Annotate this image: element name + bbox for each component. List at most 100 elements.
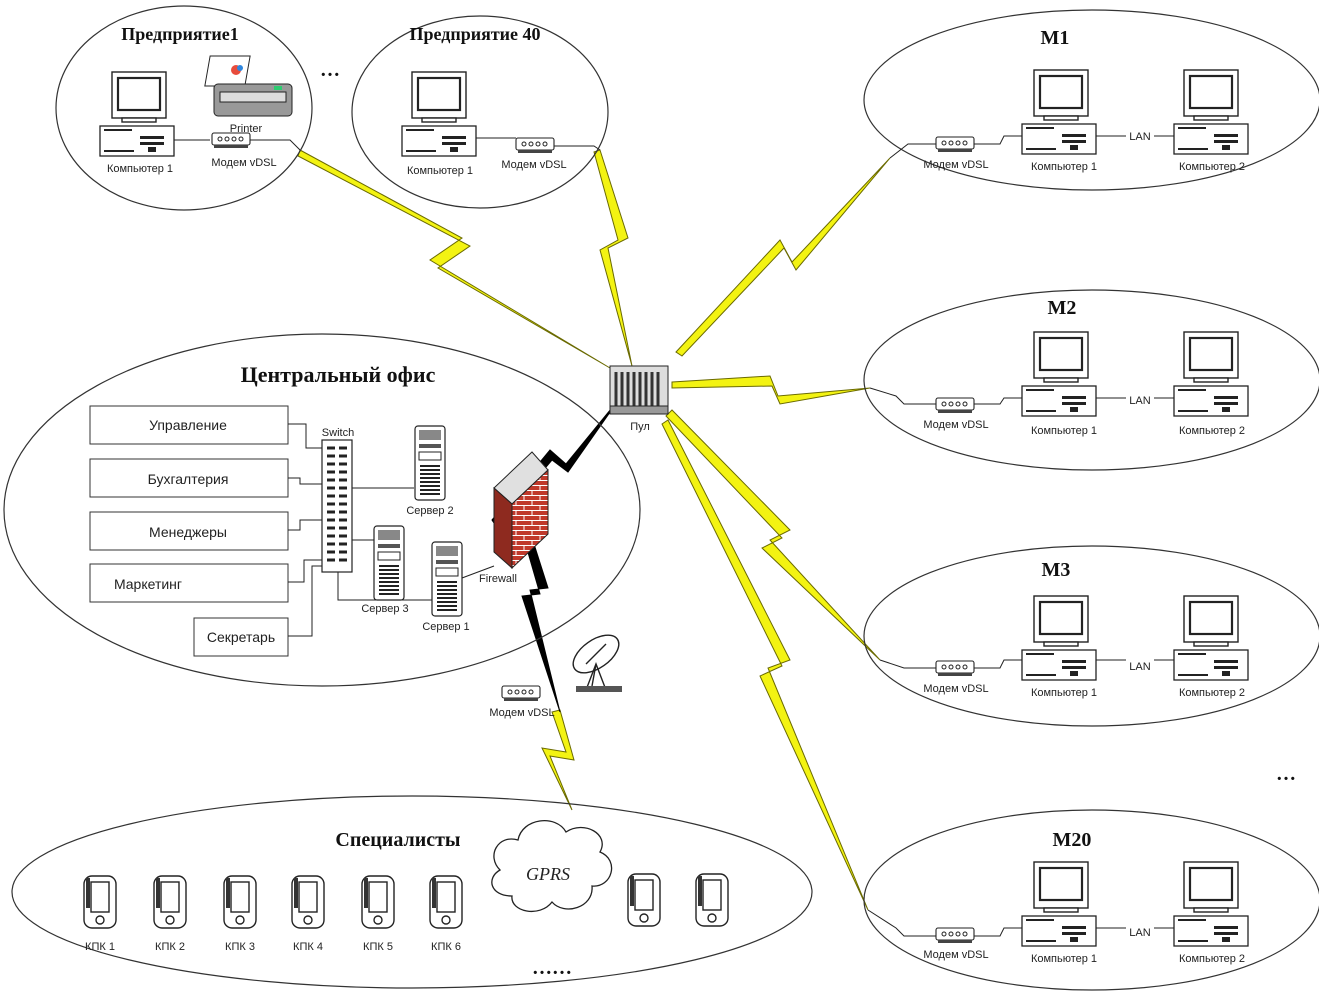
modem-icon — [515, 137, 555, 154]
enterprise-1-computer-label: Компьютер 1 — [107, 163, 173, 175]
enterprise-40-computer-label: Компьютер 1 — [407, 165, 473, 177]
svg-text:КПК 5: КПК 5 — [363, 941, 393, 953]
svg-text:КПК 3: КПК 3 — [225, 941, 255, 953]
computer-2-label: Компьютер 2 — [1179, 161, 1245, 173]
switch-icon — [321, 439, 353, 573]
server-3-icon — [373, 525, 405, 601]
link-m3 — [665, 409, 881, 661]
svg-text:Секретарь: Секретарь — [207, 629, 275, 645]
pda-icon — [429, 875, 463, 929]
computer-2-label: Компьютер 2 — [1179, 953, 1245, 965]
svg-text:Управление: Управление — [149, 417, 227, 433]
lan-label: LAN — [1129, 927, 1150, 939]
uplink-modem-label: Модем vDSL — [489, 707, 554, 719]
computer-icon — [1032, 594, 1090, 648]
computer-case-icon — [1173, 123, 1249, 155]
pda-icon — [361, 875, 395, 929]
branch-m3: M3 Компьютер 1 Компьютер 2 Модем vDSL LA… — [863, 545, 1319, 727]
pda-icon — [153, 875, 187, 929]
enterprise-40: Предприятие 40 Компьютер 1 Модем vDSL — [351, 15, 609, 209]
hub-pool: Пул — [609, 365, 669, 433]
department-management: Управление — [89, 405, 289, 445]
enterprise-1-modem-label: Модем vDSL — [211, 157, 276, 169]
computer-icon — [1182, 860, 1240, 914]
server-1-label: Сервер 1 — [422, 621, 469, 633]
server-2-icon — [414, 425, 446, 501]
computer-2-label: Компьютер 2 — [1179, 425, 1245, 437]
branch-title: M2 — [1048, 297, 1077, 319]
computer-case-icon — [401, 125, 477, 157]
lan-label: LAN — [1129, 395, 1150, 407]
pda-5: КПК 5 — [361, 875, 395, 953]
computer-case-icon — [1173, 915, 1249, 947]
branch-title: M3 — [1042, 559, 1071, 581]
specialists: Специалисты GPRS КПК 1 КПК 2 КПК 3 КПК 4… — [11, 795, 813, 989]
server-3-label: Сервер 3 — [361, 603, 408, 615]
firewall-icon — [493, 451, 549, 570]
pda-4: КПК 4 — [291, 875, 325, 953]
links — [297, 149, 891, 911]
computer-icon — [1182, 594, 1240, 648]
branch-ellipsis: … — [1276, 763, 1296, 785]
computer-case-icon — [1173, 385, 1249, 417]
computer-case-icon — [1021, 915, 1097, 947]
svg-text:КПК 4: КПК 4 — [293, 941, 323, 953]
svg-text:КПК 2: КПК 2 — [155, 941, 185, 953]
uplink-modem: Модем vDSL — [489, 685, 555, 719]
branch-title: M20 — [1053, 829, 1092, 851]
switch: Switch — [321, 427, 354, 573]
modem-icon — [935, 397, 975, 414]
modem-icon — [211, 132, 251, 149]
specialists-ellipsis: …… — [532, 957, 572, 979]
computer-1-label: Компьютер 1 — [1031, 953, 1097, 965]
modem-icon — [501, 685, 541, 702]
printer-icon — [204, 55, 293, 117]
computer-case-icon — [1021, 123, 1097, 155]
branch-title: M1 — [1041, 27, 1070, 49]
enterprise-40-modem-label: Модем vDSL — [501, 159, 566, 171]
enterprise-ellipsis: … — [320, 59, 340, 81]
link-specialists — [541, 709, 575, 811]
computer-icon — [1032, 68, 1090, 122]
svg-text:Маркетинг: Маркетинг — [114, 576, 182, 592]
link-m1 — [675, 157, 891, 357]
department-marketing: Маркетинг — [89, 563, 289, 603]
lan-label: LAN — [1129, 131, 1150, 143]
gprs-label: GPRS — [526, 864, 570, 884]
computer-icon — [110, 70, 168, 124]
gprs-cloud-icon — [491, 820, 613, 912]
switch-label: Switch — [322, 427, 354, 439]
modem-icon — [935, 927, 975, 944]
lan-label: LAN — [1129, 661, 1150, 673]
hub-label: Пул — [630, 421, 650, 433]
central-office: Центральный офис Управление Бухгалтерия … — [3, 333, 641, 687]
enterprise-1-title: Предприятие1 — [121, 24, 239, 44]
svg-text:КПК 6: КПК 6 — [431, 941, 461, 953]
firewall-label: Firewall — [479, 573, 517, 585]
pda-3: КПК 3 — [223, 875, 257, 953]
computer-icon — [1032, 330, 1090, 384]
pda-1: КПК 1 — [83, 875, 117, 953]
pda-6: КПК 6 — [429, 875, 463, 953]
modem-icon — [935, 136, 975, 153]
enterprise-1: Предприятие1 Компьютер 1 Printer Модем v… — [55, 5, 313, 211]
pda-icon — [83, 875, 117, 929]
computer-icon — [1032, 860, 1090, 914]
branch-m2: M2 Компьютер 1 Компьютер 2 Модем vDSL LA… — [863, 289, 1319, 471]
server-2-label: Сервер 2 — [406, 505, 453, 517]
branch-m1: M1 Компьютер 1 Компьютер 2 Модем vDSL LA… — [863, 9, 1319, 191]
link-m2 — [671, 375, 871, 405]
computer-1-label: Компьютер 1 — [1031, 687, 1097, 699]
modem-label: Модем vDSL — [923, 419, 988, 431]
link-m20 — [661, 419, 869, 911]
department-managers: Менеджеры — [89, 511, 289, 551]
printer-label: Printer — [230, 123, 263, 135]
central-office-title: Центральный офис — [241, 362, 436, 387]
computer-1-label: Компьютер 1 — [1031, 161, 1097, 173]
department-accounting: Бухгалтерия — [89, 458, 289, 498]
svg-text:Менеджеры: Менеджеры — [149, 524, 227, 540]
computer-2-label: Компьютер 2 — [1179, 687, 1245, 699]
computer-case-icon — [1021, 385, 1097, 417]
pda-icon — [627, 873, 661, 927]
